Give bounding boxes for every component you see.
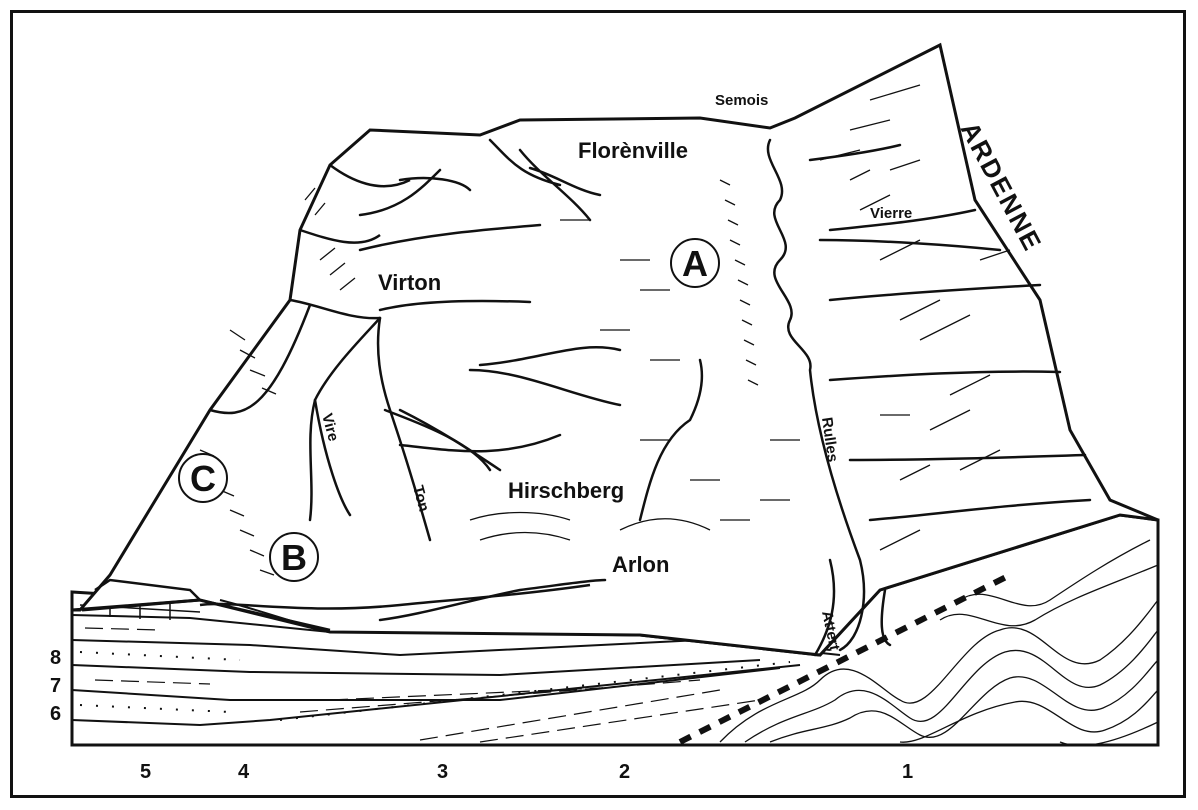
- river-vierre: Vierre: [870, 205, 912, 222]
- layer-number-3: 3: [437, 761, 448, 783]
- place-hirschberg: Hirschberg: [508, 478, 624, 503]
- layer-number-4: 4: [238, 761, 250, 783]
- layer-number-5: 5: [140, 761, 151, 783]
- layer-number-8: 8: [50, 647, 61, 669]
- place-arlon: Arlon: [612, 552, 669, 577]
- zone-b-label: B: [281, 537, 307, 578]
- zone-a-label: A: [682, 243, 708, 284]
- place-virton: Virton: [378, 270, 441, 295]
- place-florenville: Florènville: [578, 138, 688, 163]
- layer-number-6: 6: [50, 703, 61, 725]
- layer-number-1: 1: [902, 761, 913, 783]
- layer-number-2: 2: [619, 761, 630, 783]
- zone-c-label: C: [190, 458, 216, 499]
- river-semois: Semois: [715, 92, 768, 109]
- layer-number-7: 7: [50, 675, 61, 697]
